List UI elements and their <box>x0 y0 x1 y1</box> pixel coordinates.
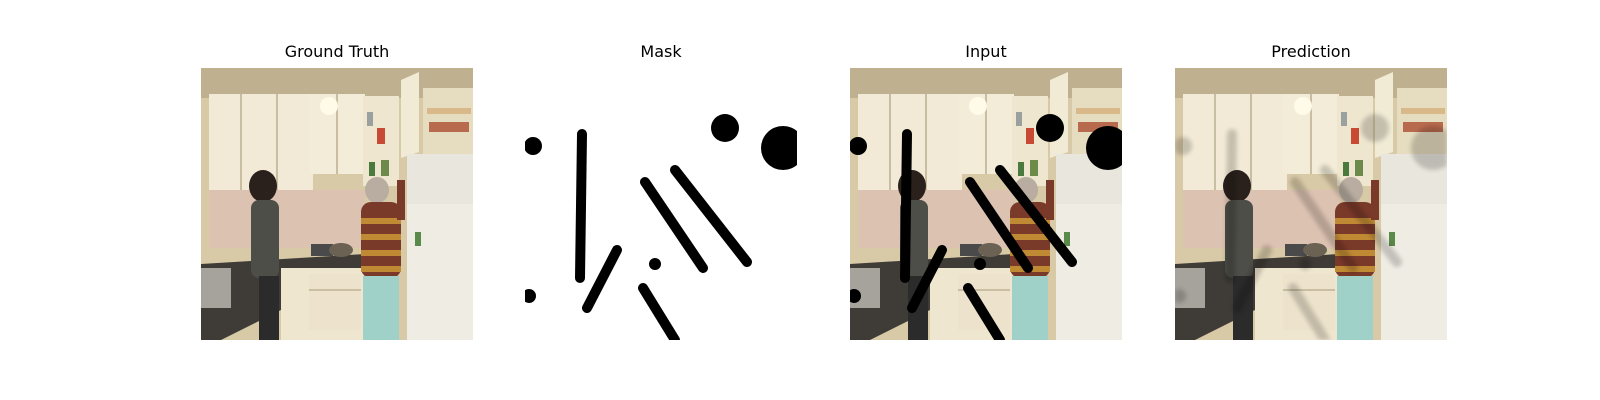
ground-truth-panel: Ground Truth <box>201 0 473 400</box>
prediction-image <box>1175 68 1447 340</box>
panel-title-input: Input <box>965 42 1007 61</box>
prediction-panel: Prediction <box>1175 0 1447 400</box>
panel-title-ground-truth: Ground Truth <box>284 42 390 61</box>
input-image <box>850 68 1122 340</box>
panel-title-prediction: Prediction <box>1271 42 1351 61</box>
mask-panel: Mask <box>525 0 797 400</box>
ground-truth-image <box>201 68 473 340</box>
panel-title-mask: Mask <box>640 42 682 61</box>
input-panel: Input <box>850 0 1122 400</box>
mask-image <box>525 68 797 340</box>
